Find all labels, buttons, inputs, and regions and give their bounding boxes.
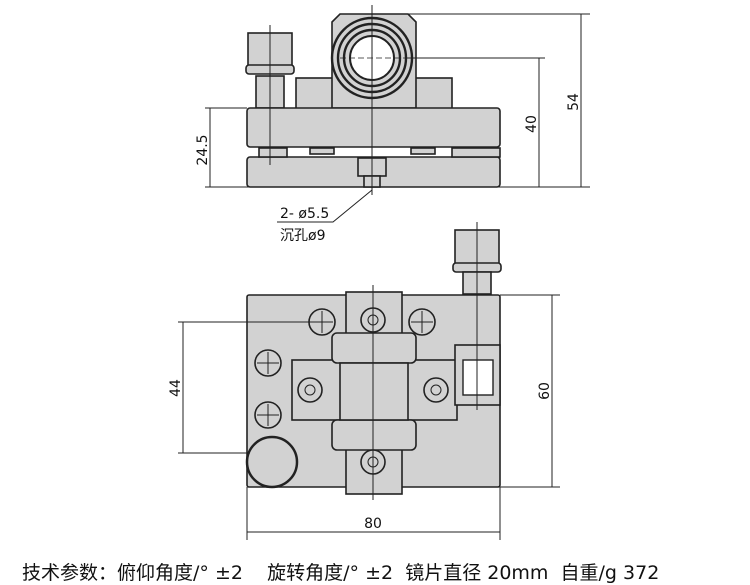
spec-mirror: 镜片直径 20mm <box>405 562 549 584</box>
plan-view: 44 60 80 <box>168 222 560 540</box>
spec-rotation: 旋转角度/° ±2 <box>267 562 394 584</box>
side-view: 24.5 40 54 2- ø5.5 沉孔ø9 <box>195 5 590 244</box>
hole-note-diameter: 2- ø5.5 <box>280 206 329 222</box>
dim-60: 60 <box>537 382 553 400</box>
mounting-hole-counterbore <box>245 435 299 489</box>
dim-54: 54 <box>566 93 582 111</box>
spec-label: 技术参数： <box>22 562 118 584</box>
dim-24.5: 24.5 <box>195 134 211 165</box>
upper-plate <box>246 107 501 148</box>
hole-note-counterbore: 沉孔ø9 <box>280 228 325 244</box>
spec-tilt: 俯仰角度/° ±2 <box>117 562 243 584</box>
spec-line: 技术参数：俯仰角度/° ±2 旋转角度/° ±2 镜片直径 20mm 自重/g … <box>22 558 659 585</box>
dim-40: 40 <box>524 115 540 133</box>
dim-44: 44 <box>168 379 184 397</box>
dim-80: 80 <box>364 516 382 532</box>
spec-weight: 自重/g 372 <box>560 562 660 584</box>
